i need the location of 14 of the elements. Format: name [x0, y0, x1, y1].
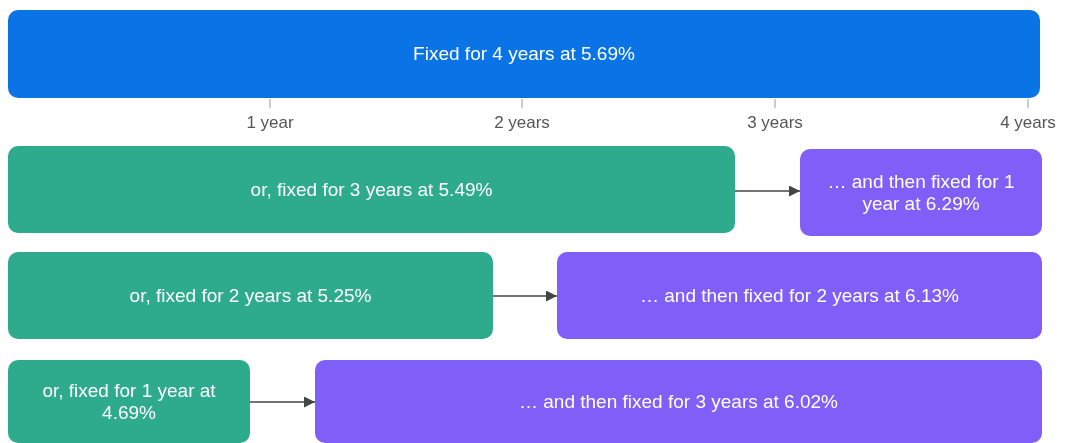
tick-label: 2 years [494, 113, 550, 133]
tick-label: 1 year [246, 113, 294, 133]
follow-on-bar: … and then fixed for 3 years at 6.02% [315, 360, 1042, 443]
follow-on-bar: … and then fixed for 2 years at 6.13% [557, 252, 1042, 339]
follow-on-bar: … and then fixed for 1 year at 6.29% [800, 149, 1042, 236]
tick-label: 3 years [747, 113, 803, 133]
option-bar: or, fixed for 1 year at 4.69% [8, 360, 250, 443]
arrow [734, 185, 801, 197]
option-bar: or, fixed for 2 years at 5.25% [8, 252, 493, 339]
tick-label: 4 years [1000, 113, 1056, 133]
arrow [249, 396, 316, 408]
term-bar: Fixed for 4 years at 5.69% [8, 10, 1040, 98]
arrow [492, 290, 558, 302]
option-bar: or, fixed for 3 years at 5.49% [8, 146, 735, 233]
